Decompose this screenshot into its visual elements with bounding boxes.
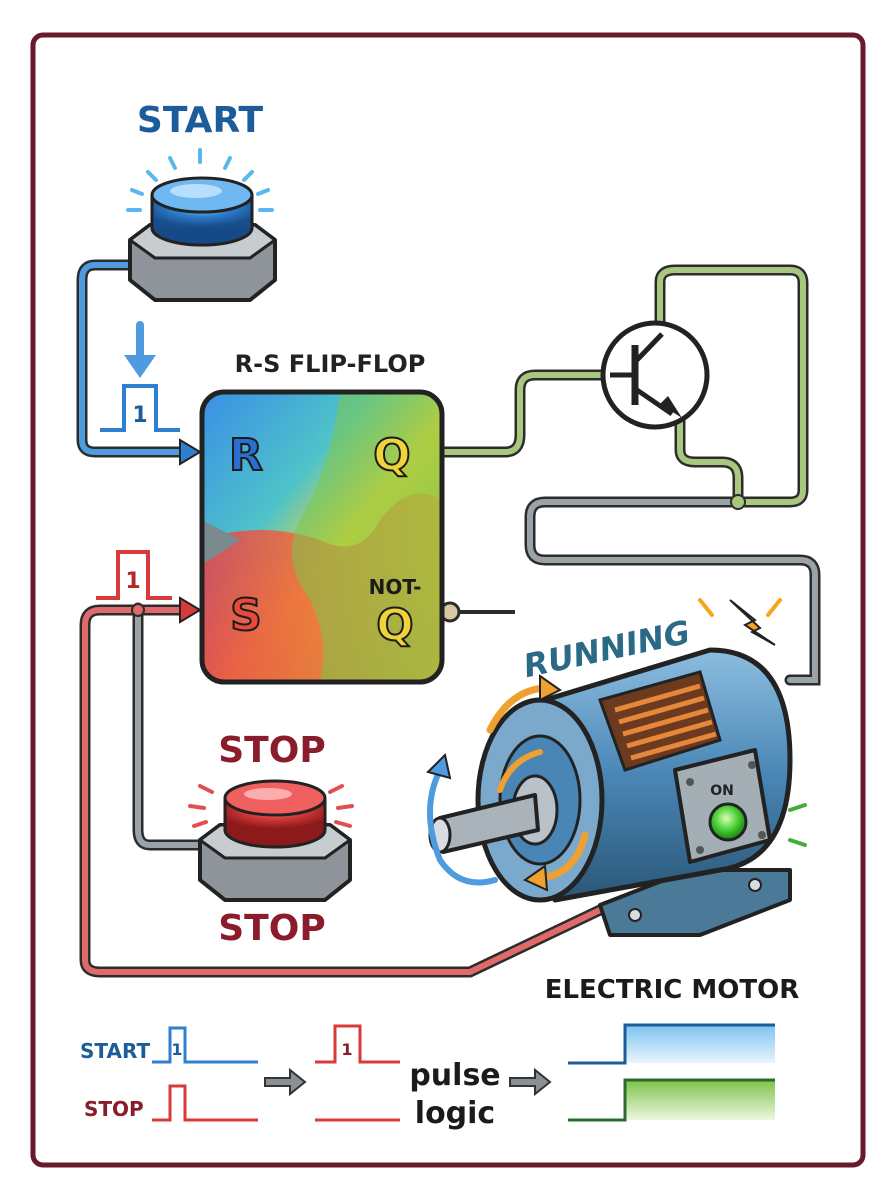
stop-wire [135, 605, 203, 848]
timing-mid-pulse-value: 1 [341, 1040, 352, 1059]
stop-junction-dot [131, 603, 145, 617]
output-start-bar [625, 1025, 775, 1063]
stop-glow-rays [188, 784, 354, 828]
flipflop-notq: Q [376, 600, 413, 651]
timing-arrow-1 [264, 1067, 307, 1097]
r-input-arrow [179, 438, 202, 466]
stop-label-bottom: STOP [218, 908, 325, 949]
red-wire [82, 607, 603, 975]
start-pulse-value: 1 [132, 403, 147, 428]
timing-start-label: START [80, 1039, 150, 1063]
spark-icon [698, 598, 782, 646]
emitter-wire [677, 415, 741, 505]
start-wire [79, 262, 193, 455]
output-start-wave [568, 1023, 775, 1065]
transistor-symbol [600, 320, 710, 430]
flipflop-title: R-S FLIP-FLOP [235, 350, 426, 378]
led-glow-rays [788, 803, 807, 847]
outer-frame [30, 32, 866, 1168]
stop-pulse-wave [96, 550, 172, 600]
timing-start-wave [152, 1026, 258, 1064]
stop-pulse-value: 1 [125, 569, 140, 594]
junction-dot [730, 494, 746, 510]
flipflop-q: Q [373, 430, 410, 481]
timing-stop-label: STOP [84, 1097, 144, 1121]
start-glow-rays [126, 148, 274, 212]
timing-stop-wave [152, 1084, 258, 1122]
start-label: START [137, 100, 264, 141]
timing-start-pulse-value: 1 [171, 1040, 182, 1059]
s-input-arrow [179, 596, 202, 624]
rotation-arrows-icon [426, 674, 589, 892]
timing-mid-wave [315, 1024, 400, 1064]
output-stop-bar [625, 1080, 775, 1120]
stop-label-top: STOP [218, 730, 325, 771]
motor-indicator: ON [710, 783, 734, 799]
status-led [708, 802, 748, 842]
electric-motor [428, 647, 793, 937]
loop-wire [657, 267, 806, 505]
down-arrow-head [124, 355, 156, 378]
output-stop-wave [568, 1078, 775, 1122]
copper-coil-icon [614, 683, 717, 761]
timing-logic-line1: pulse [409, 1058, 500, 1093]
flipflop-notq-prefix: NOT- [369, 575, 422, 599]
flipflop-s: S [230, 590, 262, 641]
timing-logic-line2: logic [415, 1096, 495, 1131]
q-wire-outline [434, 369, 616, 458]
motor-wire [527, 499, 818, 683]
start-button[interactable] [126, 148, 277, 302]
flipflop-r: R [229, 430, 263, 481]
flipflop-block [199, 389, 445, 685]
stop-wire-outline [132, 602, 206, 851]
timing-arrow-2 [509, 1067, 552, 1097]
stop-button[interactable] [188, 779, 354, 902]
q-wire [437, 372, 613, 455]
motor-caption: ELECTRIC MOTOR [545, 975, 800, 1005]
start-pulse-wave [100, 384, 180, 432]
